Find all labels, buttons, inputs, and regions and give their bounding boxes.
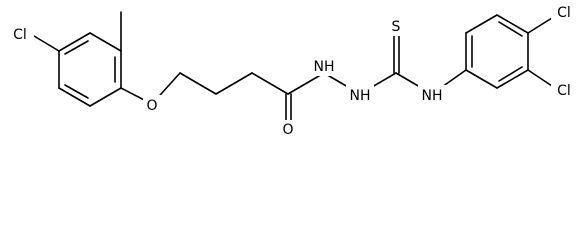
structure-diagram: Cl O O NH NH S NH Cl Cl bbox=[6, 2, 577, 138]
bond-layer bbox=[33, 11, 553, 125]
bond-inner bbox=[64, 40, 89, 55]
atom-label-s: S bbox=[392, 19, 401, 35]
bond bbox=[58, 87, 91, 107]
atom-label-cl-right-top: Cl bbox=[557, 5, 571, 21]
atom-label-layer: Cl O O NH NH S NH Cl Cl bbox=[6, 2, 577, 138]
bond-inner bbox=[498, 21, 523, 37]
bond bbox=[251, 72, 289, 95]
bond bbox=[465, 69, 498, 89]
bond bbox=[287, 72, 325, 95]
bond bbox=[465, 14, 498, 34]
bond bbox=[89, 32, 122, 52]
bond bbox=[89, 87, 122, 107]
bond bbox=[58, 32, 91, 52]
bond bbox=[527, 69, 553, 87]
atom-label-nh-2: NH bbox=[350, 88, 371, 104]
bond bbox=[215, 72, 253, 95]
bond bbox=[179, 72, 217, 95]
atom-label-o-ether: O bbox=[146, 98, 157, 114]
atom-label-o-carbonyl: O bbox=[282, 122, 293, 138]
atom-label-nh-1: NH bbox=[314, 59, 335, 75]
bond bbox=[496, 69, 529, 89]
atom-label-nh-amine: NH bbox=[422, 88, 443, 104]
bond bbox=[527, 17, 553, 34]
bond-inner bbox=[64, 84, 89, 99]
bond-inner bbox=[498, 66, 523, 82]
bond bbox=[33, 35, 60, 52]
atom-label-cl-left: Cl bbox=[13, 27, 27, 43]
atom-label-cl-right-bottom: Cl bbox=[557, 83, 571, 99]
bond bbox=[496, 14, 529, 34]
